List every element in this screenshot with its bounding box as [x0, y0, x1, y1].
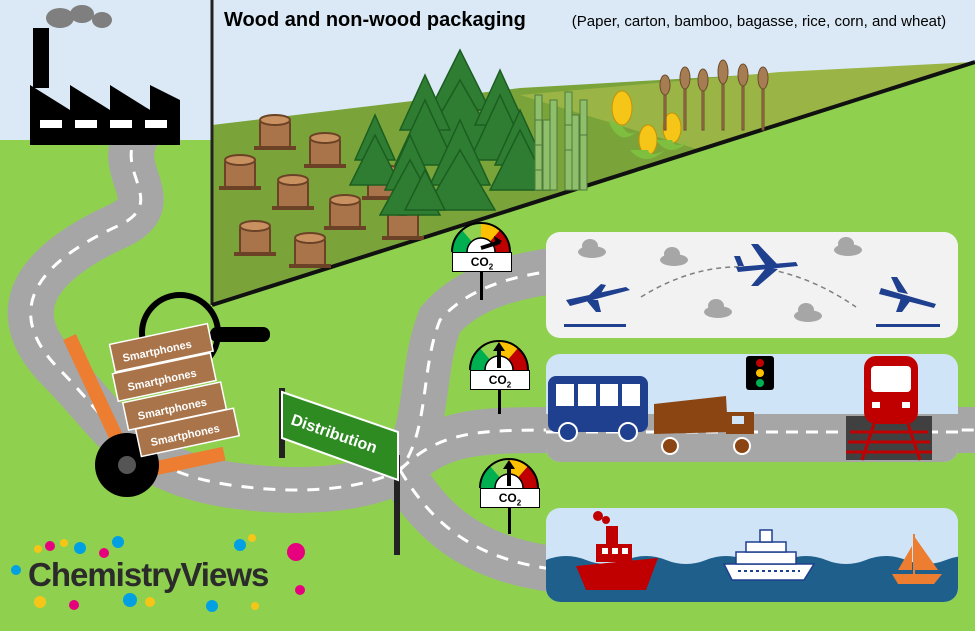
gauge-dial-icon: [469, 340, 529, 385]
dump-truck-icon: [654, 396, 754, 455]
train-icon: [846, 356, 932, 461]
corn-icon: [608, 90, 690, 159]
bus-icon: [548, 376, 648, 442]
divider-diagonal: [211, 60, 975, 307]
cruise-ship-icon: [722, 529, 816, 581]
co2-gauge-sea: CO2: [478, 448, 540, 534]
chemistryviews-logo: ChemistryViews: [28, 556, 269, 593]
co2-label: CO2: [470, 370, 530, 390]
co2-label: CO2: [452, 252, 512, 272]
cloud-icon: [578, 237, 862, 322]
road-rail-scene: [546, 356, 958, 462]
wheat-icon: [659, 59, 769, 131]
co2-gauge-road: CO2: [468, 330, 530, 414]
airplane-icon: [734, 244, 798, 286]
tugboat-icon: [576, 511, 658, 590]
page-subtitle: (Paper, carton, bamboo, bagasse, rice, c…: [571, 13, 947, 30]
crop-field: [520, 62, 975, 150]
gauge-dial-icon: [479, 458, 539, 503]
flight-path: [640, 266, 857, 308]
air-transport-panel: [546, 232, 958, 338]
factory-icon: [30, 5, 180, 145]
airplane-takeoff-icon: [564, 284, 630, 327]
co2-gauge-air: CO2: [450, 212, 512, 300]
traffic-light-icon: [746, 356, 774, 390]
gauge-dial-icon: [451, 222, 511, 267]
main-road: [7, 107, 583, 513]
distribution-sign: Distribution: [279, 388, 400, 555]
box-stack: Smartphones Smartphones Smartphones Smar…: [108, 322, 241, 458]
bamboo-icon: [534, 91, 588, 191]
air-scene: [564, 237, 940, 327]
co2-label: CO2: [480, 488, 540, 508]
road-marking-sea: [398, 469, 561, 572]
road-rail-panel: [546, 354, 958, 462]
sailboat-icon: [892, 534, 942, 584]
airplane-landing-icon: [876, 277, 940, 327]
sea-scene: [546, 511, 958, 602]
page-title: Wood and non-wood packaging: [224, 9, 526, 31]
sea-transport-panel: [546, 508, 958, 602]
